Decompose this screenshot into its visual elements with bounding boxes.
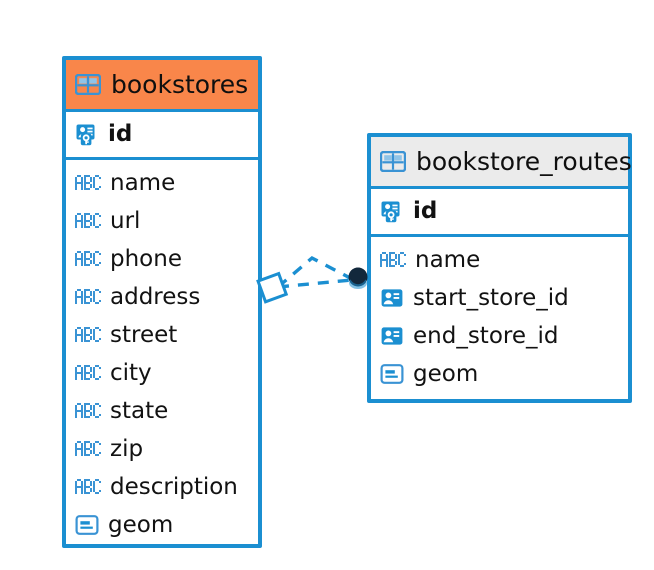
foreign-key-icon <box>381 289 403 307</box>
field-label: state <box>110 397 169 424</box>
geometry-icon <box>75 515 99 535</box>
field-label: id <box>108 121 133 147</box>
field-label: name <box>110 169 176 196</box>
fields-section-bookstores: name url <box>66 160 258 548</box>
relationship-circle-marker-shadow <box>349 277 367 289</box>
relationship-circle-marker <box>348 267 368 287</box>
field-row-street[interactable]: street <box>66 316 258 354</box>
field-label: geom <box>108 511 174 538</box>
entity-bookstore-routes[interactable]: bookstore_routes id <box>367 133 632 403</box>
entity-title: bookstore_routes <box>416 147 632 176</box>
field-label: end_store_id <box>413 322 559 349</box>
entity-header-bookstores[interactable]: bookstores <box>66 60 258 109</box>
text-abc-icon <box>75 212 101 228</box>
relationship-line-start-store-id <box>276 255 353 289</box>
text-abc-icon <box>75 364 101 380</box>
field-row-name[interactable]: name <box>371 241 628 279</box>
field-row-description[interactable]: description <box>66 468 258 506</box>
field-row-end-store-id[interactable]: end_store_id <box>371 317 628 355</box>
text-abc-icon <box>75 174 101 190</box>
text-abc-icon <box>75 440 101 456</box>
field-label: address <box>110 283 201 310</box>
primary-key-icon <box>76 124 95 145</box>
field-row-geom[interactable]: geom <box>371 355 628 393</box>
field-row-start-store-id[interactable]: start_store_id <box>371 279 628 317</box>
field-row-id[interactable]: id <box>66 112 258 157</box>
text-abc-icon <box>75 288 101 304</box>
field-label: phone <box>110 245 182 272</box>
field-label: start_store_id <box>413 284 569 311</box>
table-icon <box>75 74 101 95</box>
field-row-geom[interactable]: geom <box>66 506 258 544</box>
field-row-state[interactable]: state <box>66 392 258 430</box>
entity-bookstores[interactable]: bookstores id <box>62 56 262 548</box>
foreign-key-icon <box>381 327 403 345</box>
field-label: name <box>415 246 481 273</box>
field-row-phone[interactable]: phone <box>66 240 258 278</box>
text-abc-icon <box>380 251 406 267</box>
field-row-zip[interactable]: zip <box>66 430 258 468</box>
primary-key-icon <box>381 201 400 222</box>
field-label: zip <box>110 435 144 462</box>
field-row-city[interactable]: city <box>66 354 258 392</box>
field-row-name[interactable]: name <box>66 164 258 202</box>
relationship-diamond-marker <box>256 271 289 304</box>
field-label: street <box>110 321 178 348</box>
entity-header-bookstore-routes[interactable]: bookstore_routes <box>371 137 632 186</box>
field-label: city <box>110 359 152 386</box>
text-abc-icon <box>75 326 101 342</box>
primary-key-section-bookstore-routes: id <box>371 186 628 237</box>
text-abc-icon <box>75 402 101 418</box>
text-abc-icon <box>75 250 101 266</box>
relationship-circle-marker-top <box>349 267 367 285</box>
text-abc-icon <box>75 478 101 494</box>
field-row-address[interactable]: address <box>66 278 258 316</box>
entity-title: bookstores <box>111 70 249 99</box>
field-row-id[interactable]: id <box>371 189 628 234</box>
field-label: geom <box>413 360 479 387</box>
field-label: description <box>110 473 238 500</box>
geometry-icon <box>380 364 404 384</box>
field-label: url <box>110 207 141 234</box>
field-row-url[interactable]: url <box>66 202 258 240</box>
primary-key-section-bookstores: id <box>66 109 258 160</box>
table-icon <box>380 151 406 172</box>
fields-section-bookstore-routes: name start_store_id <box>371 237 628 397</box>
relationship-line-end-store-id <box>277 278 353 289</box>
field-label: id <box>413 198 438 224</box>
